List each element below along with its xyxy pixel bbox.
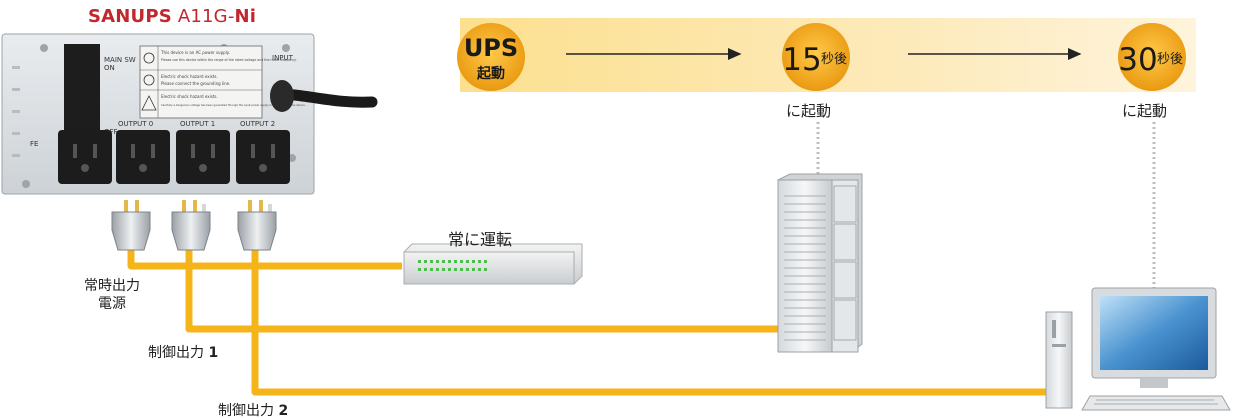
ups-start-badge: UPS 起動 [457, 23, 525, 91]
network-switch [403, 243, 583, 285]
control-output-2-label: 制御出力 2 [218, 400, 288, 420]
power-cables [127, 248, 1048, 396]
step2-caption: に起動 [1122, 102, 1168, 120]
step2-unit: 秒後 [1157, 52, 1183, 67]
pc-monitor [1091, 287, 1217, 388]
warning-triangle-icon [141, 95, 157, 111]
ups-start-bottom: 起動 [476, 65, 505, 82]
cable-always-output [127, 248, 402, 270]
outlet-output-0 [116, 130, 170, 184]
step1-unit: 秒後 [821, 52, 847, 67]
ground-symbol-icon [143, 74, 155, 86]
step2-number: 30 [1118, 42, 1157, 78]
ups-device: MAIN SW ON OFF FE INPUT This device is a… [1, 33, 378, 195]
always-output-label: 常時出力 電源 [84, 277, 140, 313]
step2-badge: 30 秒後 [1118, 23, 1186, 91]
step1-number: 15 [782, 42, 821, 78]
switch-port-leds [418, 260, 487, 271]
vent-slots [12, 66, 20, 157]
on-label: ON [104, 64, 115, 72]
control-output-2-text: 制御出力 [218, 403, 274, 419]
outlet-output-2 [236, 130, 290, 184]
desktop-pc [1045, 287, 1231, 411]
timeline: UPS 起動 15 秒後 30 秒後 [457, 18, 1196, 92]
input-label: INPUT [272, 54, 294, 62]
warning-text-6: Carefully a dangerous voltage has been g… [161, 103, 306, 107]
outlet-output-1 [176, 130, 230, 184]
warning-text-1: This device is an AC power supply. [160, 50, 230, 55]
warning-label: This device is an AC power supply. Pleas… [139, 45, 306, 119]
product-title: SANUPS A11G-Ni [88, 6, 256, 27]
input-plug-boot [270, 80, 294, 112]
server-vent-grille [784, 195, 826, 341]
always-running-label: 常に運転 [448, 230, 513, 249]
warning-text-5: Electric shock hazard exists. [161, 94, 218, 99]
always-output-line1: 常時出力 [84, 278, 140, 294]
main-switch [64, 44, 100, 130]
warning-text-2: Please use this device within the range … [161, 58, 297, 62]
fe-label: FE [30, 140, 38, 148]
screw [40, 44, 48, 52]
model-name: A11G- [177, 6, 235, 27]
step1-caption: に起動 [786, 102, 832, 120]
screw [22, 180, 30, 188]
ups-start-top: UPS [464, 34, 518, 62]
control-output-1-text: 制御出力 [148, 345, 204, 361]
cable-control-output-1 [185, 248, 782, 333]
warning-text-3: Electric shock hazard exists. [161, 74, 218, 79]
step1-badge: 15 秒後 [782, 23, 850, 91]
control-output-1-label: 制御出力 1 [148, 342, 218, 362]
outlet-always [58, 130, 112, 184]
plug-always-output [111, 200, 151, 251]
pc-tower [1045, 311, 1073, 409]
always-output-line2: 電源 [98, 296, 126, 312]
model-suffix: Ni [234, 6, 257, 27]
tower-server [777, 173, 863, 353]
output1-label: OUTPUT 1 [180, 120, 215, 128]
screw [282, 44, 290, 52]
server-drive-bays [833, 185, 857, 341]
brand-name: SANUPS [88, 6, 172, 27]
plug-control-output-2 [237, 200, 277, 251]
pc-keyboard [1081, 395, 1231, 411]
output2-label: OUTPUT 2 [240, 120, 275, 128]
control-output-2-number: 2 [278, 403, 289, 419]
main-sw-label: MAIN SW [104, 56, 136, 64]
control-output-1-number: 1 [208, 345, 219, 361]
ac-symbol-icon [143, 52, 155, 64]
output0-label: OUTPUT 0 [118, 120, 153, 128]
warning-text-4: Please connect the grounding line. [161, 81, 230, 86]
cable-control-output-2 [251, 248, 1048, 396]
plug-control-output-1 [171, 200, 211, 251]
